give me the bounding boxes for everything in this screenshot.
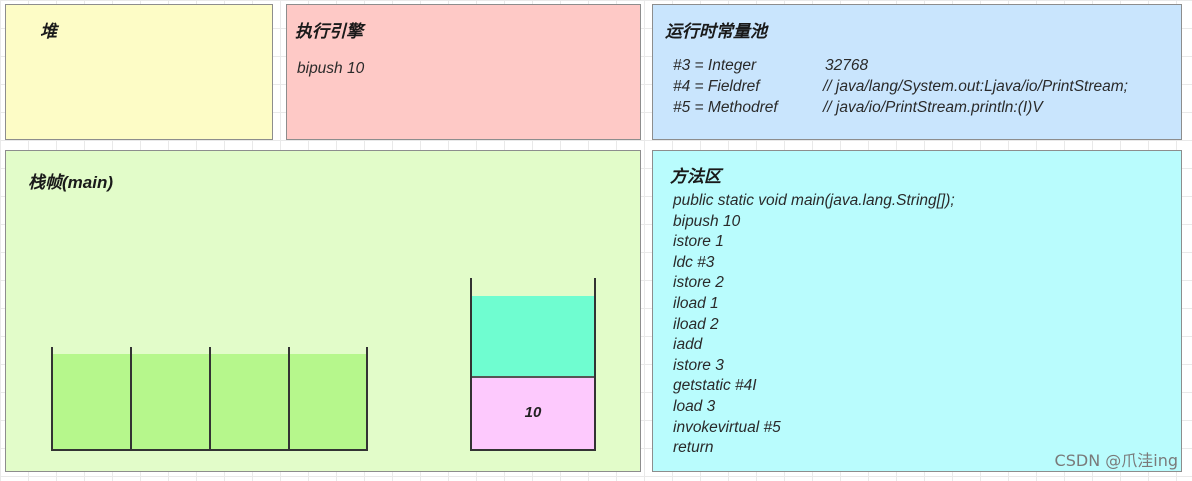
watermark: CSDN @爪洼ing: [1054, 451, 1178, 470]
bytecode-line: istore 3: [673, 357, 724, 374]
bytecode-line: ldc #3: [673, 254, 715, 271]
operand-wall-left: [470, 278, 472, 451]
pool-entry-value: // java/io/PrintStream.println:(I)V: [823, 99, 1043, 116]
bytecode-line: istore 2: [673, 274, 724, 291]
pool-entry-ref: #4 = Fieldref: [673, 78, 760, 95]
operand-divider: [472, 376, 594, 378]
bytecode-line: getstatic #4I: [673, 377, 757, 394]
bytecode-line: iadd: [673, 336, 703, 353]
operand-wall-right: [594, 278, 596, 451]
slot-divider: [209, 347, 211, 451]
execution-engine-panel: 执行引擎 bipush 10: [286, 4, 641, 140]
bytecode-line: load 3: [673, 398, 716, 415]
bytecode-line: return: [673, 439, 714, 456]
engine-title: 执行引擎: [295, 22, 363, 41]
frame-title: 栈帧(main): [28, 173, 113, 192]
pool-entry-value: // java/lang/System.out:Ljava/io/PrintSt…: [823, 78, 1128, 95]
pool-entry-value: 32768: [825, 57, 869, 74]
operand-stack-empty-slot: [472, 296, 594, 377]
engine-current-instruction: bipush 10: [297, 60, 365, 77]
slot-divider: [51, 347, 53, 451]
slot-divider: [130, 347, 132, 451]
method-title: 方法区: [670, 167, 721, 186]
bytecode-line: invokevirtual #5: [673, 419, 781, 436]
slot-divider: [366, 347, 368, 451]
method-area-panel: 方法区 public static void main(java.lang.St…: [652, 150, 1182, 472]
slot-base: [51, 449, 368, 451]
bytecode-line: public static void main(java.lang.String…: [673, 192, 955, 209]
heap-panel: 堆: [5, 4, 273, 140]
bytecode-line: iload 1: [673, 295, 719, 312]
bytecode-line: bipush 10: [673, 213, 741, 230]
slot-divider: [288, 347, 290, 451]
bytecode-line: istore 1: [673, 233, 724, 250]
operand-base: [470, 449, 596, 451]
pool-entry-ref: #5 = Methodref: [673, 99, 778, 116]
pool-entry-ref: #3 = Integer: [673, 57, 757, 74]
pool-title: 运行时常量池: [665, 22, 767, 41]
constant-pool-panel: 运行时常量池 #3 = Integer 32768 #4 = Fieldref …: [652, 4, 1182, 140]
operand-stack-top-slot: [472, 377, 594, 450]
heap-title: 堆: [40, 22, 57, 41]
bytecode-line: iload 2: [673, 316, 719, 333]
operand-value: 10: [524, 404, 542, 421]
stack-frame-panel: 栈帧(main) 10: [5, 150, 641, 472]
